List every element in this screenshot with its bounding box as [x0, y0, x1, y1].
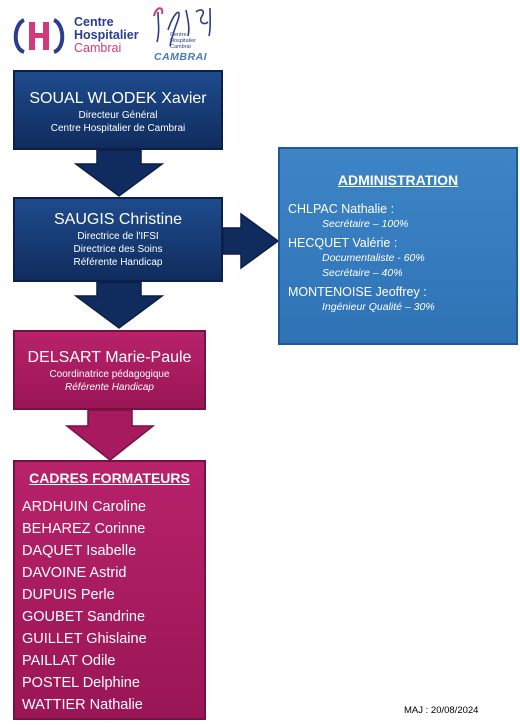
- hospital-logo-line-3: Cambrai: [74, 41, 122, 55]
- hospital-logo-icon: [13, 18, 65, 54]
- cadre-member: GOUBET Sandrine: [22, 609, 146, 625]
- cadre-member: DUPUIS Perle: [22, 587, 115, 603]
- admin-person-name: CHLPAC Nathalie :: [288, 202, 395, 216]
- admin-person-role: Ingénieur Qualité – 30%: [322, 301, 435, 313]
- ifsi-logo-icon: [153, 7, 212, 47]
- ifsi-logo-small-1: Centre: [170, 32, 187, 38]
- cadres-formateurs-title: CADRES FORMATEURS: [29, 470, 190, 486]
- hospital-logo-line-1: Centre: [74, 15, 114, 29]
- cadre-member: GUILLET Ghislaine: [22, 631, 147, 647]
- cadre-member: ARDHUIN Caroline: [22, 499, 147, 515]
- cadres-formateurs-box: CADRES FORMATEURS ARDHUIN Caroline BEHAR…: [13, 460, 206, 720]
- coordinator-name: DELSART Marie-Paule: [27, 349, 192, 366]
- cadre-member: POSTEL Delphine: [22, 675, 140, 691]
- admin-person-name: MONTENOISE Jeoffrey :: [288, 285, 427, 299]
- soins-director-role-2: Directrice des Soins: [73, 244, 163, 255]
- cadre-member: BEHAREZ Corinne: [22, 521, 146, 537]
- director-org: Centre Hospitalier de Cambrai: [50, 123, 186, 134]
- cadre-member: DAQUET Isabelle: [22, 543, 137, 559]
- cadre-member: PAILLAT Odile: [22, 653, 116, 669]
- director-box: SOUAL WLODEK Xavier Directeur Général Ce…: [13, 70, 223, 150]
- arrow-down-coord: [65, 410, 155, 461]
- ifsi-logo-small-2: Hospitalier: [170, 38, 196, 44]
- hospital-logo: Centre Hospitalier Cambrai: [10, 14, 160, 60]
- arrow-down-soins: [74, 282, 164, 329]
- cadre-member: DAVOINE Astrid: [22, 565, 127, 581]
- ifsi-logo-small-3: Cambrai: [170, 44, 191, 50]
- soins-director-role-1: Directrice de l'IFSI: [77, 231, 159, 242]
- admin-person-role: Secrétaire – 100%: [322, 218, 409, 230]
- soins-director-box: SAUGIS Christine Directrice de l'IFSI Di…: [13, 197, 223, 282]
- ifsi-logo-city: CAMBRAI: [154, 51, 208, 63]
- director-name: SOUAL WLODEK Xavier: [29, 90, 207, 107]
- admin-person-role: Documentaliste - 60%: [322, 252, 425, 264]
- admin-person-name: HECQUET Valérie :: [288, 236, 398, 250]
- soins-director-role-3: Référente Handicap: [73, 257, 163, 268]
- soins-director-name: SAUGIS Christine: [53, 211, 183, 228]
- coordinator-box: DELSART Marie-Paule Coordinatrice pédago…: [13, 330, 206, 410]
- hospital-logo-line-2: Hospitalier: [74, 28, 139, 42]
- update-date: MAJ : 20/08/2024: [404, 705, 479, 716]
- ifsi-logo: Centre Hospitalier Cambrai CAMBRAI: [148, 2, 216, 66]
- administration-box: ADMINISTRATION CHLPAC Nathalie : Secréta…: [278, 147, 518, 345]
- administration-title: ADMINISTRATION: [337, 172, 459, 188]
- admin-person-role: Secrétaire – 40%: [322, 267, 403, 279]
- coordinator-role: Coordinatrice pédagogique: [49, 369, 170, 380]
- cadre-member: WATTIER Nathalie: [22, 697, 143, 713]
- coordinator-role-italic: Référente Handicap: [65, 382, 154, 393]
- arrow-down-director: [74, 150, 164, 197]
- director-title: Directeur Général: [78, 110, 158, 121]
- arrow-right-admin: [223, 212, 279, 270]
